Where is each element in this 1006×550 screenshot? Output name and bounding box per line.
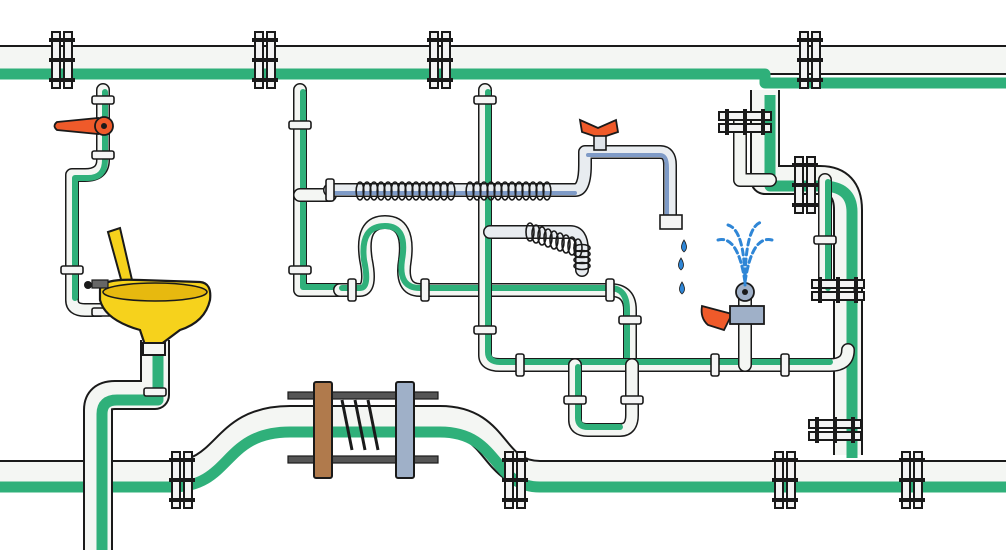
pipe-clip xyxy=(710,353,720,377)
pipe-flanges xyxy=(49,31,925,509)
pipe-flange-icon xyxy=(811,277,865,303)
pipe-flange-icon xyxy=(502,451,528,509)
red-valve-handle-icon xyxy=(700,282,765,332)
pipe-clip xyxy=(473,325,497,335)
branch-pipes xyxy=(65,83,855,437)
pipe-clip xyxy=(60,265,84,275)
pipe-clips xyxy=(60,95,837,405)
red-valve-handle-icon xyxy=(53,116,114,136)
pipe-flange-icon xyxy=(49,31,75,89)
water-drop-icon xyxy=(678,239,687,295)
pipe-clip xyxy=(91,150,115,160)
pipe-flange-icon xyxy=(797,31,823,89)
pipe-flange-icon xyxy=(252,31,278,89)
water-fountain-icon xyxy=(716,220,774,287)
pipe-clip xyxy=(420,278,430,302)
pipe-clip xyxy=(347,278,357,302)
yellow-toilet-icon xyxy=(84,226,212,356)
pipe-clip xyxy=(143,387,167,397)
red-valve-handle-icon xyxy=(578,118,620,151)
pipe-flange-icon xyxy=(427,31,453,89)
grey-supply-pipes xyxy=(323,145,683,277)
pipe-clip xyxy=(91,95,115,105)
pipe-flange-icon xyxy=(899,451,925,509)
pipe-flange-icon xyxy=(718,109,772,135)
pipe-clip xyxy=(813,235,837,245)
pipe-clip xyxy=(780,353,790,377)
pipe-flange-icon xyxy=(808,417,862,443)
faucet-spout xyxy=(659,214,683,230)
pipe-clip xyxy=(515,353,525,377)
pipe-flange-icon xyxy=(772,451,798,509)
pipe-flange-icon xyxy=(169,451,195,509)
pipe-clip xyxy=(325,178,335,202)
pipe-clip xyxy=(563,395,587,405)
pipe-clip xyxy=(473,95,497,105)
coiled-hoses xyxy=(355,181,591,271)
pipe-clip xyxy=(620,395,644,405)
pipe-clip xyxy=(288,265,312,275)
bolted-expansion-joint-icon xyxy=(287,381,439,479)
pipe-clip xyxy=(288,120,312,130)
pipe-flange-icon xyxy=(792,156,818,214)
pipe-clip xyxy=(618,315,642,325)
pipe-clip xyxy=(605,278,615,302)
